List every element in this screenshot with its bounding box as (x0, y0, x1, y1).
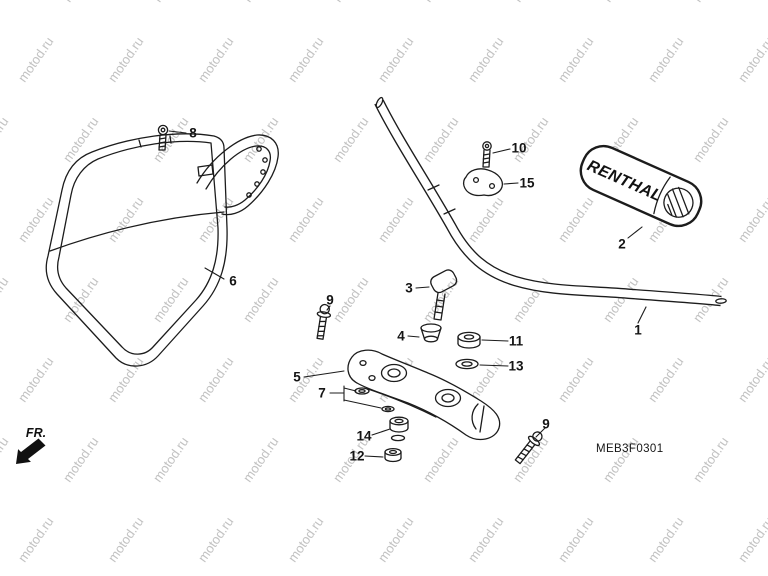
grip-drawing (579, 144, 703, 228)
part-label-stem-nut: 14 (356, 428, 372, 444)
part-label-number-plate: 6 (229, 273, 237, 289)
bolt-right-drawing (514, 431, 543, 465)
part-label-clamp-upper: 15 (519, 175, 535, 191)
part-label-plate-bolt: 8 (189, 125, 197, 141)
part-label-top-bridge: 5 (293, 369, 301, 385)
part-label-washer: 13 (508, 358, 524, 374)
bolt-left-drawing (316, 303, 332, 340)
clamp-upper-drawing (462, 168, 504, 197)
holder-drawing (430, 269, 458, 321)
part-label-holder-cone: 4 (397, 328, 405, 344)
front-direction-label: FR. (25, 426, 47, 440)
part-label-bolt-right: 9 (542, 416, 550, 432)
plate-strap-drawing (196, 134, 279, 216)
nut-lower-drawing (384, 447, 402, 463)
part-label-clamp-bolt: 10 (511, 140, 527, 156)
leader-lines (168, 130, 647, 458)
part-label-handlebar: 1 (634, 322, 642, 338)
diagram-code: MEB3F0301 (596, 443, 664, 455)
part-label-washer-set: 7 (318, 385, 326, 401)
washer-drawing (455, 358, 479, 370)
holder-cone-drawing (420, 323, 442, 343)
stem-nut-drawing (389, 416, 409, 442)
handlebar-drawing (374, 96, 727, 307)
number-plate-drawing (45, 133, 228, 367)
fr-arrow-icon (16, 438, 46, 464)
clamp-bolt-drawing (482, 141, 492, 168)
top-bridge-drawing (347, 349, 501, 441)
plate-bolt-drawing (157, 124, 169, 151)
nut-upper-drawing (457, 331, 481, 349)
part-label-bolt-left: 9 (326, 292, 334, 308)
part-label-grip: 2 (618, 236, 626, 252)
part-label-nut-upper: 11 (508, 333, 524, 349)
part-label-nut-lower: 12 (349, 448, 365, 464)
part-label-holder: 3 (405, 280, 413, 296)
